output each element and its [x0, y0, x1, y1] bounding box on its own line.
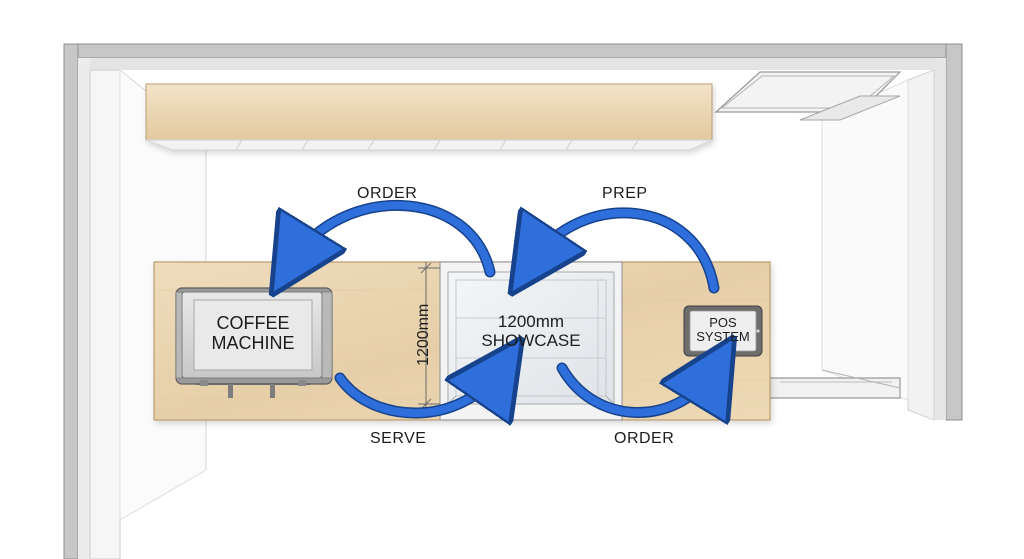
flow-label-order-top: ORDER: [357, 185, 418, 202]
coffee-machine-label-line2: MACHINE: [211, 332, 295, 353]
flow-label-prep-top: PREP: [602, 185, 648, 202]
showcase-name-label: SHOWCASE: [481, 330, 581, 350]
door-opening: [714, 71, 902, 399]
coffee-machine-label-line1: COFFEE: [216, 313, 290, 333]
pos-label-line2: SYSTEM: [696, 329, 750, 345]
pos-label: POS SYSTEM: [690, 315, 756, 345]
pos-label-line1: POS: [709, 315, 737, 330]
flow-label-serve-bottom: SERVE: [370, 430, 427, 447]
back-shelf: [145, 83, 713, 151]
flow-label-order-bottom: ORDER: [614, 430, 675, 447]
flow-arrows: [292, 200, 714, 413]
coffee-machine-label: COFFEE MACHINE: [194, 313, 312, 354]
coffee-machine: [175, 287, 333, 398]
showcase-size-label: 1200mm: [497, 312, 565, 331]
showcase-label: 1200mm SHOWCASE: [466, 312, 596, 350]
dimension-label: 1200mm: [415, 303, 433, 366]
